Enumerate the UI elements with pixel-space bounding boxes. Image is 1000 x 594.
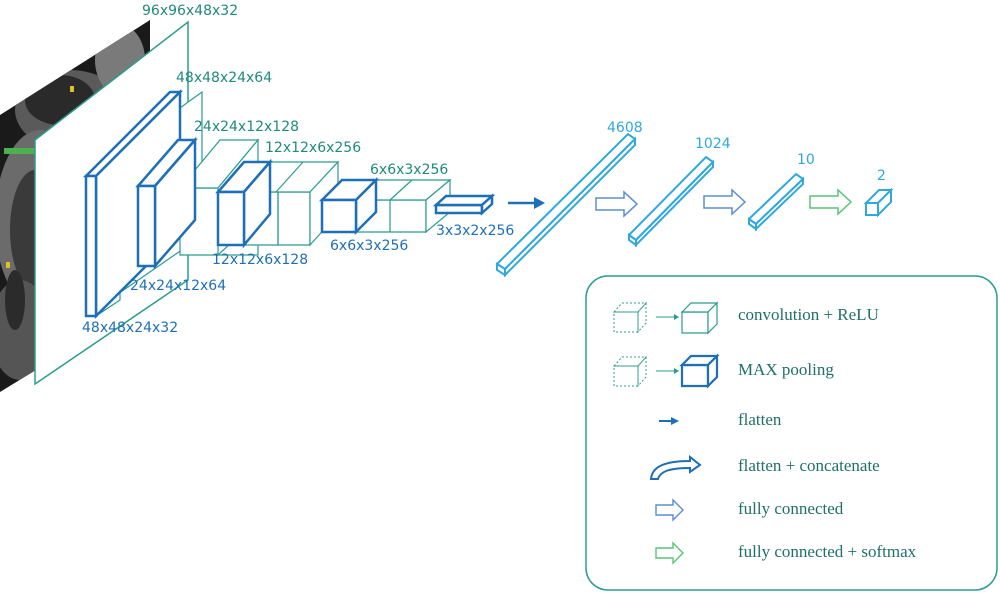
legend-label-flatten-concat: flatten + concatenate xyxy=(738,456,880,475)
dense-layer-4608-label: 4608 xyxy=(607,120,643,136)
flatten-arrow-icon xyxy=(659,417,679,425)
conv-block-5-label: 3x3x2x256 xyxy=(436,223,514,239)
legend-label-conv-relu: convolution + ReLU xyxy=(738,305,879,324)
input-volume-label: 96x96x48x32 xyxy=(142,3,238,19)
dense-layer-10-label: 10 xyxy=(797,152,815,168)
legend: convolution + ReLU MAX pooling flatten xyxy=(585,275,998,591)
legend-box xyxy=(585,275,998,591)
conv-block-3 xyxy=(215,158,340,249)
legend-label-fc-softmax: fully connected + softmax xyxy=(738,542,917,561)
conv-block-2-bottom-label: 24x24x12x64 xyxy=(130,278,226,294)
conv-block-5 xyxy=(432,193,496,216)
conv-block-4-top-label: 6x6x3x256 xyxy=(370,162,448,178)
legend-label-flatten: flatten xyxy=(738,410,782,429)
conv-block-3-top-label: 12x12x6x256 xyxy=(265,140,361,156)
max-pool-icon xyxy=(612,353,720,389)
conv-block-2-top-label: 24x24x12x128 xyxy=(194,119,299,135)
output-layer-2 xyxy=(863,187,894,218)
green-hollow-arrow-icon xyxy=(655,541,684,565)
softmax-arrow xyxy=(809,188,853,216)
fc-arrow-2 xyxy=(703,188,747,216)
dense-layer-1024-label: 1024 xyxy=(695,136,731,152)
output-layer-2-label: 2 xyxy=(877,168,886,184)
conv-block-3-bottom-label: 12x12x6x128 xyxy=(212,252,308,268)
conv-block-4 xyxy=(318,176,452,236)
dense-layer-4608 xyxy=(495,132,637,278)
hollow-arrow-icon xyxy=(655,498,684,522)
flatten-arrow xyxy=(508,197,545,209)
dense-layer-10 xyxy=(747,172,805,232)
legend-label-max-pool: MAX pooling xyxy=(738,360,834,379)
curved-arrow-icon xyxy=(649,454,702,480)
conv-block-4-bottom-label: 6x6x3x256 xyxy=(330,238,408,254)
fc-arrow-1 xyxy=(595,190,639,218)
legend-label-fully-connected: fully connected xyxy=(738,499,844,518)
conv-relu-icon xyxy=(612,301,719,335)
dense-layer-1024 xyxy=(627,155,715,248)
conv-block-1-top-label: 48x48x24x64 xyxy=(176,70,272,86)
conv-block-1-bottom-label: 48x48x24x32 xyxy=(82,320,178,336)
